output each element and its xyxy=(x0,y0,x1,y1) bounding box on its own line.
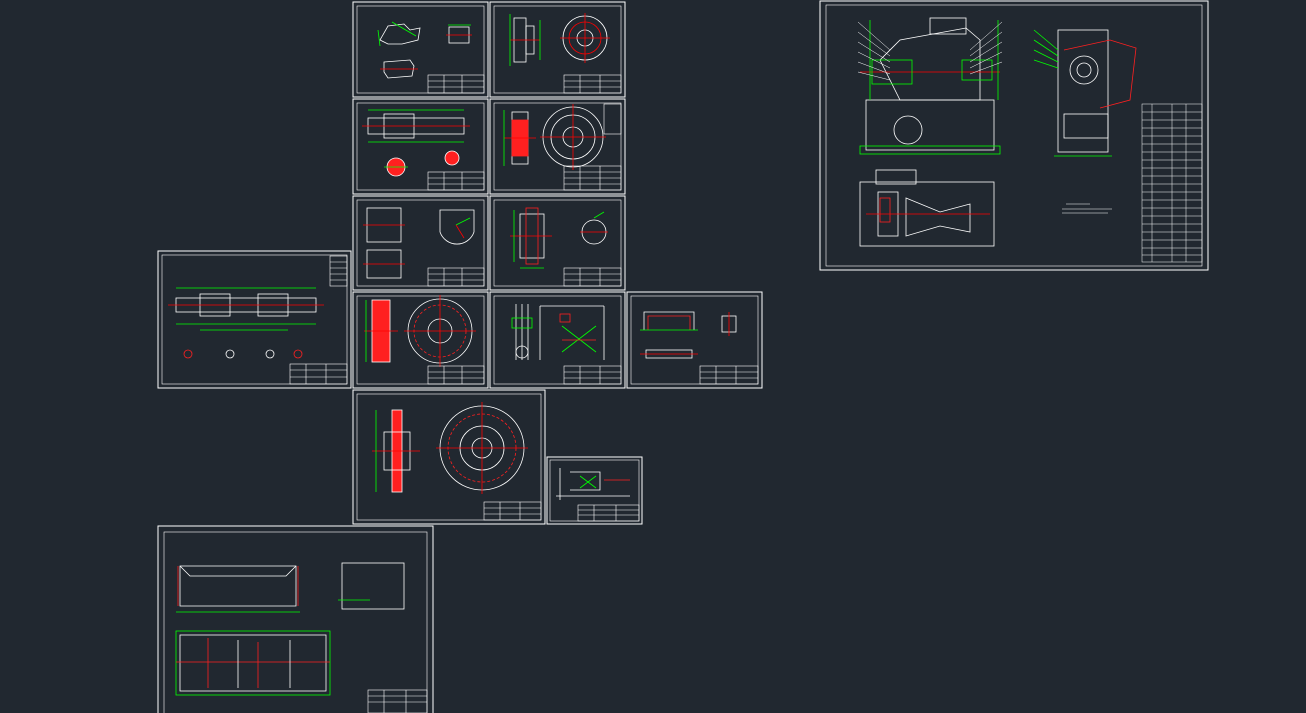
sheet-hit-area[interactable] xyxy=(353,2,488,97)
small-schematic-lines xyxy=(556,468,630,500)
long-shaft-drawing xyxy=(168,287,324,359)
title-block xyxy=(427,267,485,287)
title-block xyxy=(367,689,428,713)
sheet-channel-part[interactable] xyxy=(626,291,763,389)
revision-table xyxy=(329,255,348,287)
title-block xyxy=(563,103,622,191)
assembly-side-view xyxy=(1033,29,1137,157)
sheet-large-gear[interactable] xyxy=(352,389,546,525)
sheet-hit-area[interactable] xyxy=(158,251,351,388)
sheet-hit-area[interactable] xyxy=(353,390,545,524)
sheet-hit-area[interactable] xyxy=(820,1,1208,270)
sheet-hit-area[interactable] xyxy=(490,99,625,194)
assembly-front-view xyxy=(859,17,1001,155)
sheet-hit-area[interactable] xyxy=(490,196,625,290)
title-block xyxy=(577,504,640,522)
sheet-hit-area[interactable] xyxy=(353,99,488,194)
title-block xyxy=(483,501,542,521)
notes-text-block xyxy=(1062,203,1112,214)
sheet-hit-area[interactable] xyxy=(158,526,433,713)
sheet-hit-area[interactable] xyxy=(490,2,625,97)
bearing-views xyxy=(510,207,608,269)
title-block xyxy=(563,74,622,94)
title-block xyxy=(563,267,622,287)
title-block xyxy=(427,74,485,94)
sheet-flange-disc[interactable] xyxy=(489,1,626,98)
sheet-frame-base[interactable] xyxy=(157,525,434,713)
channel-views xyxy=(640,311,737,359)
sheet-hit-area[interactable] xyxy=(490,292,625,388)
sheet-hit-area[interactable] xyxy=(547,457,642,524)
sheet-hit-area[interactable] xyxy=(353,196,488,290)
sheet-electrical-schematic[interactable] xyxy=(489,291,626,389)
plate-views xyxy=(363,207,475,279)
frame-views xyxy=(175,562,405,696)
parts-list-table xyxy=(1141,103,1203,263)
shaft-drawing xyxy=(362,109,470,177)
part-sketch xyxy=(377,21,472,79)
assembly-top-view xyxy=(859,169,995,247)
leader-lines xyxy=(857,21,1003,81)
sheet-pulley[interactable] xyxy=(352,291,489,389)
sheet-general-assembly[interactable] xyxy=(819,0,1209,271)
title-block xyxy=(699,365,759,385)
title-block xyxy=(289,363,348,385)
wheel-views xyxy=(503,104,606,170)
sheet-square-plates[interactable] xyxy=(352,195,489,291)
title-block xyxy=(427,365,485,385)
schematic-lines xyxy=(511,304,605,360)
title-block xyxy=(427,171,485,191)
gear-views xyxy=(372,402,528,494)
sheet-hit-area[interactable] xyxy=(627,292,762,388)
pulley-views xyxy=(364,295,476,367)
sheet-small-schematic[interactable] xyxy=(546,456,643,525)
sheet-hit-area[interactable] xyxy=(353,292,488,388)
sheet-bearing-seat[interactable] xyxy=(489,195,626,291)
sheet-shaft-sections[interactable] xyxy=(352,98,489,195)
sheet-long-shaft[interactable] xyxy=(157,250,352,389)
title-block xyxy=(563,365,622,385)
sheet-wheel-hub[interactable] xyxy=(489,98,626,195)
sheet-bracket-detail[interactable] xyxy=(352,1,489,98)
flange-views xyxy=(509,13,610,66)
